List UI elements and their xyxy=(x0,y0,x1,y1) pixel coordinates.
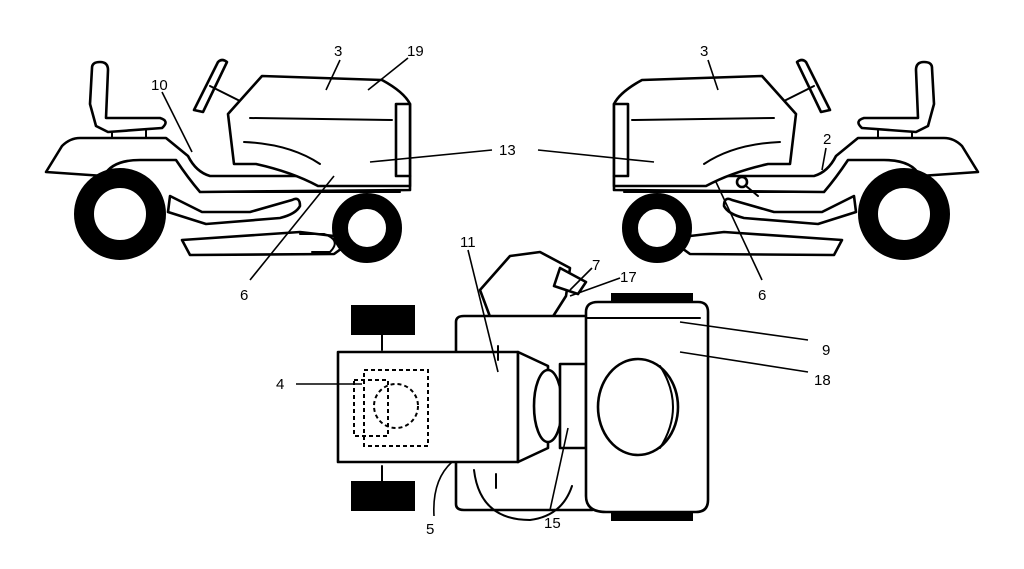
leader-7 xyxy=(569,267,593,291)
grille-oval xyxy=(532,368,564,444)
rear-wheel-hub xyxy=(876,186,932,242)
tractor-right-side-view xyxy=(612,58,980,263)
callout-11: 11 xyxy=(460,234,476,251)
mower-deck xyxy=(677,230,844,257)
callout-3-left: 3 xyxy=(334,43,342,60)
fuel-area-inner xyxy=(363,369,429,447)
callout-5: 5 xyxy=(426,521,434,538)
hood-panel-line xyxy=(243,117,393,165)
tractor-top-view xyxy=(336,250,710,522)
hood-top-oval-inner xyxy=(659,365,674,449)
hood-slot xyxy=(394,102,412,178)
front-tire-bottom xyxy=(611,511,693,521)
callout-3-right: 3 xyxy=(700,43,708,60)
leader-6-left xyxy=(249,175,335,281)
discharge-chute xyxy=(299,233,336,253)
rear-tire-top-left xyxy=(351,305,415,335)
leader-3-left xyxy=(325,59,341,91)
leader-lines xyxy=(161,57,827,517)
callout-2: 2 xyxy=(823,131,831,148)
hood-top-oval xyxy=(596,357,680,457)
leader-13-right xyxy=(537,149,655,163)
leader-18 xyxy=(679,351,809,373)
hood-slot xyxy=(612,102,630,178)
leader-3-right xyxy=(707,59,719,91)
leader-19 xyxy=(367,57,409,91)
leader-9 xyxy=(679,321,809,341)
front-wheel-hub xyxy=(636,207,678,249)
rear-tire-bottom-left xyxy=(351,481,415,511)
callout-6-left: 6 xyxy=(240,287,248,304)
leader-5 xyxy=(433,461,453,517)
tractor-left-side-view xyxy=(44,58,412,263)
seat xyxy=(88,60,167,134)
hood xyxy=(226,74,412,188)
leader-13-left xyxy=(369,149,493,163)
ignition-key xyxy=(735,175,749,189)
leader-15 xyxy=(549,427,569,511)
callout-7: 7 xyxy=(592,257,600,274)
callout-17: 17 xyxy=(620,269,637,286)
leader-10 xyxy=(161,91,193,153)
steering-top xyxy=(552,266,588,296)
hood-panel-line xyxy=(631,117,781,165)
leader-6-right xyxy=(715,181,763,281)
steering-column xyxy=(209,85,243,103)
footrest xyxy=(722,194,858,226)
callout-18: 18 xyxy=(814,372,831,389)
steering-column xyxy=(781,85,815,103)
callout-9: 9 xyxy=(822,342,830,359)
ignition-key-blade xyxy=(745,185,759,197)
callout-19: 19 xyxy=(407,43,424,60)
leader-11 xyxy=(467,249,499,373)
fuel-cap-area xyxy=(373,383,419,429)
callout-numbers: 10 3 19 13 6 3 2 6 11 7 17 9 18 4 5 15 xyxy=(151,43,831,538)
callout-13: 13 xyxy=(499,142,516,159)
callout-15: 15 xyxy=(544,515,561,532)
leader-17 xyxy=(569,277,621,297)
callout-10: 10 xyxy=(151,77,168,94)
hood xyxy=(612,74,798,188)
rear-wheel-hub xyxy=(92,186,148,242)
fuel-area-outer xyxy=(353,379,389,437)
top-marks xyxy=(495,345,499,489)
front-wheel-hub xyxy=(346,207,388,249)
callout-6-right: 6 xyxy=(758,287,766,304)
side-skirt-left xyxy=(473,469,573,522)
seat xyxy=(857,60,936,134)
mid-column xyxy=(558,362,588,450)
front-tire-top xyxy=(611,293,693,303)
footrest xyxy=(166,194,302,226)
leader-2 xyxy=(821,147,827,171)
callout-4: 4 xyxy=(276,376,284,393)
